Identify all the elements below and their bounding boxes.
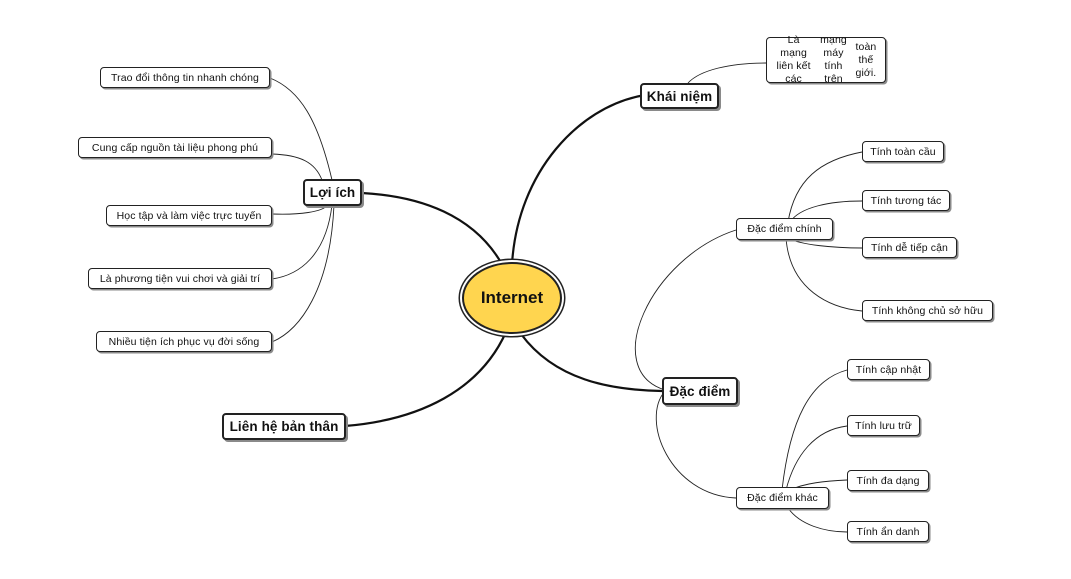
topic-lien-he-ban-than[interactable]: Liên hệ bản thân bbox=[222, 413, 346, 440]
khac-item-4[interactable]: Tính ẩn danh bbox=[847, 521, 929, 542]
definition-line-2: mạng máy tính trên bbox=[820, 34, 847, 85]
link-chinh-item-1 bbox=[787, 151, 863, 223]
definition-line-3: toàn thế giới. bbox=[855, 40, 877, 79]
link-khac-item-2 bbox=[785, 425, 848, 491]
khac-item-2[interactable]: Tính lưu trữ bbox=[847, 415, 920, 436]
topic-khai-niem[interactable]: Khái niệm bbox=[640, 83, 719, 109]
chinh-item-1[interactable]: Tính toàn cầu bbox=[862, 141, 944, 162]
khac-item-1[interactable]: Tính cập nhật bbox=[847, 359, 930, 380]
chinh-item-4[interactable]: Tính không chủ sở hữu bbox=[862, 300, 993, 321]
loi-ich-item-4[interactable]: Là phương tiện vui chơi và giải trí bbox=[88, 268, 272, 289]
link-loi-ich-item-1 bbox=[269, 77, 333, 181]
link-center-khai-niem bbox=[510, 94, 642, 266]
loi-ich-item-5[interactable]: Nhiều tiện ích phục vụ đời sống bbox=[96, 331, 272, 352]
loi-ich-item-1[interactable]: Trao đổi thông tin nhanh chóng bbox=[100, 67, 270, 88]
khac-item-3[interactable]: Tính đa dạng bbox=[847, 470, 929, 491]
link-center-lien-he bbox=[343, 330, 508, 428]
khai-niem-definition[interactable]: Là mạng liên kết các mạng máy tính trên … bbox=[766, 34, 886, 85]
chinh-item-2[interactable]: Tính tương tác bbox=[862, 190, 950, 211]
link-dac-diem-chinh bbox=[635, 229, 737, 391]
link-loi-ich-item-3 bbox=[271, 204, 329, 215]
chinh-item-3[interactable]: Tính dễ tiếp cận bbox=[862, 237, 957, 258]
topic-loi-ich[interactable]: Lợi ích bbox=[303, 179, 362, 206]
link-khac-item-1 bbox=[781, 369, 848, 491]
link-dac-diem-khac bbox=[655, 390, 737, 499]
dac-diem-chinh[interactable]: Đặc điểm chính bbox=[736, 218, 833, 240]
link-center-dac-diem bbox=[519, 332, 664, 393]
loi-ich-item-3[interactable]: Học tập và làm việc trực tuyến bbox=[106, 205, 272, 226]
link-loi-ich-item-2 bbox=[271, 153, 323, 181]
central-topic-internet[interactable]: Internet bbox=[462, 262, 562, 334]
link-khac-item-4 bbox=[787, 507, 848, 533]
definition-line-1: Là mạng liên kết các bbox=[776, 34, 811, 85]
topic-dac-diem[interactable]: Đặc điểm bbox=[662, 377, 738, 405]
link-center-loi-ich bbox=[360, 191, 505, 268]
loi-ich-item-2[interactable]: Cung cấp nguồn tài liệu phong phú bbox=[78, 137, 272, 158]
link-khai-niem-definition bbox=[687, 62, 767, 84]
link-chinh-item-4 bbox=[785, 237, 863, 312]
dac-diem-khac[interactable]: Đặc điểm khác bbox=[736, 487, 829, 509]
link-loi-ich-item-4 bbox=[271, 204, 333, 280]
link-loi-ich-item-5 bbox=[271, 204, 335, 343]
